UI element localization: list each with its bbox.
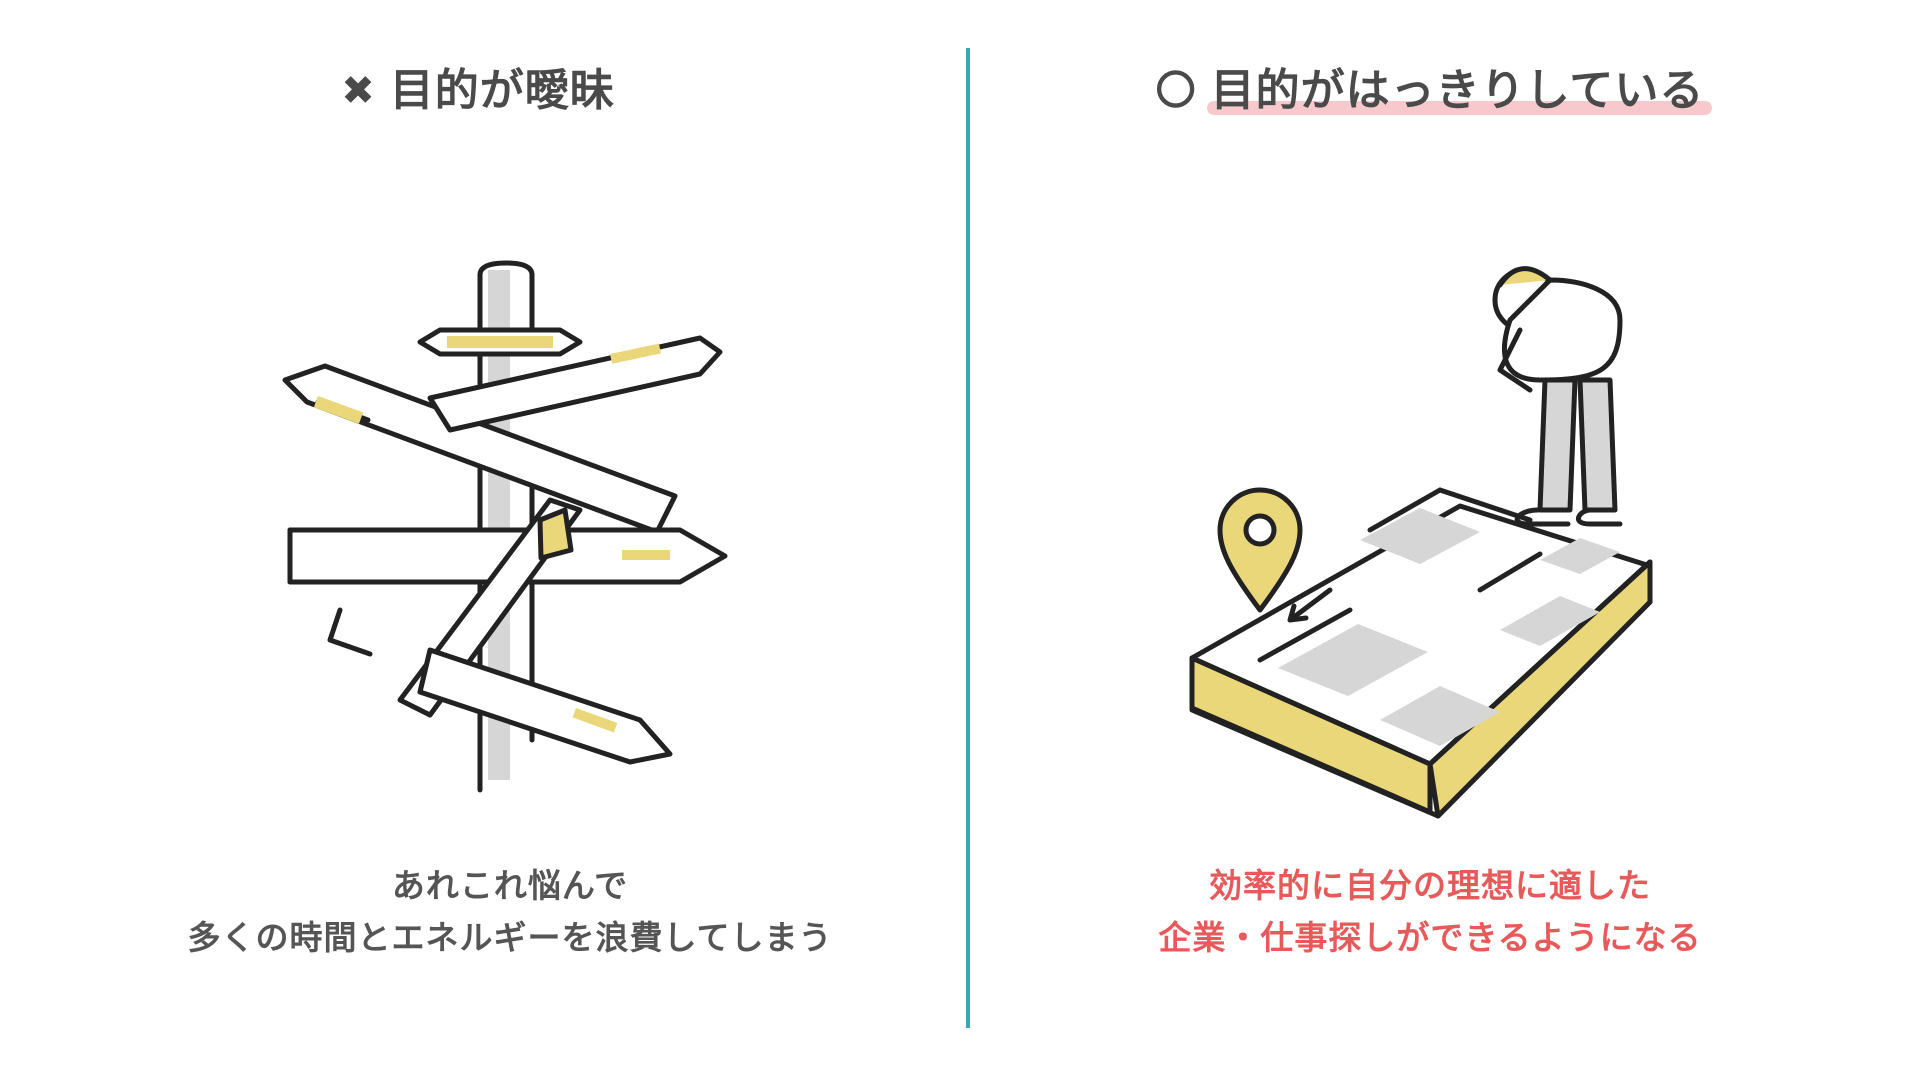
right-heading: 〇 目的がはっきりしている	[950, 62, 1910, 119]
left-panel: ✖ 目的が曖昧	[0, 62, 958, 957]
circle-icon: 〇	[1155, 67, 1197, 114]
map-person-icon	[1189, 266, 1653, 819]
cross-icon: ✖	[341, 67, 376, 114]
left-caption: あれこれ悩んで 多くの時間とエネルギーを浪費してしまう	[30, 860, 990, 964]
signpost-icon	[282, 260, 728, 793]
left-heading: ✖ 目的が曖昧	[0, 62, 958, 119]
right-caption-line-2: 企業・仕事探しができるようになる	[1158, 918, 1702, 957]
right-caption-line-1: 効率的に自分の理想に適した	[1209, 866, 1651, 905]
center-divider	[966, 48, 970, 1028]
right-title-wrap: 目的がはっきりしている	[1206, 62, 1713, 119]
title-highlight	[1206, 101, 1713, 116]
left-caption-line-2: 多くの時間とエネルギーを浪費してしまう	[187, 918, 833, 957]
right-caption: 効率的に自分の理想に適した 企業・仕事探しができるようになる	[950, 860, 1910, 964]
right-title: 目的がはっきりしている	[1210, 65, 1705, 116]
right-panel: 〇 目的がはっきりしている	[960, 0, 1920, 1080]
left-caption-line-1: あれこれ悩んで	[391, 866, 629, 905]
left-title: 目的が曖昧	[389, 65, 615, 116]
